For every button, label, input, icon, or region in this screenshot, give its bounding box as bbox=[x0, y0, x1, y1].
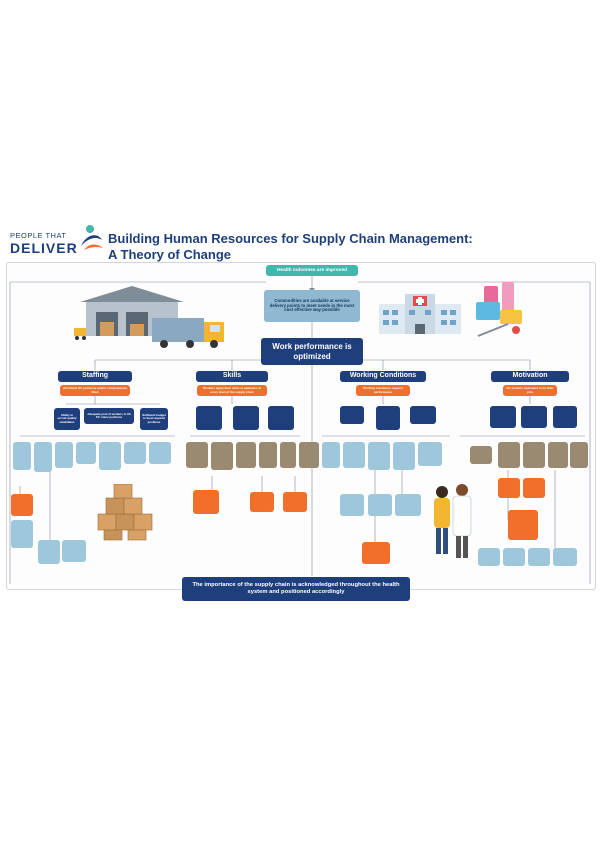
staffing-outcome: All critical SC positions and/or compete… bbox=[60, 385, 130, 396]
pillar-working-conditions: Working Conditions bbox=[340, 371, 426, 382]
staffing-sub-5 bbox=[99, 442, 121, 470]
title-line-1: Building Human Resources for Supply Chai… bbox=[108, 231, 473, 246]
bottom-banner: The importance of the supply chain is ac… bbox=[182, 577, 410, 601]
motivation-outcome: SC workers motivated to do their jobs bbox=[503, 385, 557, 396]
skills-action-3 bbox=[283, 492, 307, 512]
working-action-1 bbox=[340, 494, 364, 516]
motivation-sub-3 bbox=[523, 442, 545, 468]
motivation-sub-4 bbox=[548, 442, 568, 468]
skills-sub-1 bbox=[186, 442, 208, 468]
working-sub-3 bbox=[368, 442, 390, 470]
staffing-sub-4 bbox=[76, 442, 96, 464]
skills-box-3 bbox=[268, 406, 294, 430]
skills-sub-2 bbox=[211, 442, 233, 470]
working-action-2 bbox=[368, 494, 392, 516]
title-line-2: A Theory of Change bbox=[108, 247, 232, 262]
motivation-sub-5 bbox=[570, 442, 588, 468]
motivation-sub-1 bbox=[470, 446, 492, 464]
motivation-action-7 bbox=[553, 548, 577, 566]
staffing-action-3 bbox=[38, 540, 60, 564]
motivation-box-1 bbox=[490, 406, 516, 428]
motivation-box-2 bbox=[521, 406, 547, 428]
working-sub-1 bbox=[322, 442, 340, 468]
staffing-sub-1 bbox=[13, 442, 31, 470]
staffing-action-1 bbox=[11, 494, 33, 516]
staffing-budget-box: Sufficient budget to fund required posit… bbox=[140, 408, 168, 430]
boxes-icon bbox=[97, 484, 153, 541]
pillar-motivation: Motivation bbox=[491, 371, 569, 382]
working-conditions-outcome: Working conditions support performance bbox=[356, 385, 410, 396]
staffing-sub-6 bbox=[124, 442, 146, 464]
motivation-action-4 bbox=[478, 548, 500, 566]
skills-sub-3 bbox=[236, 442, 256, 468]
motivation-action-6 bbox=[528, 548, 550, 566]
health-workers-icon bbox=[434, 484, 472, 558]
working-conditions-box-3 bbox=[410, 406, 436, 424]
motivation-action-1 bbox=[498, 478, 520, 498]
skills-action-1 bbox=[193, 490, 219, 514]
staffing-sub-2 bbox=[34, 442, 52, 472]
working-conditions-box-2 bbox=[376, 406, 400, 430]
staffing-sub-7 bbox=[149, 442, 171, 464]
logo-swoosh-icon bbox=[81, 225, 103, 250]
skills-outcome: Workers apply their skills or aptitudes … bbox=[197, 385, 267, 396]
logo-top-text: PEOPLE THAT bbox=[10, 231, 67, 240]
motivation-action-2 bbox=[523, 478, 545, 498]
working-sub-2 bbox=[343, 442, 365, 468]
motivation-sub-2 bbox=[498, 442, 520, 468]
page-title: Building Human Resources for Supply Chai… bbox=[108, 231, 488, 263]
staffing-pool-box: Adequate pool of workers to fill SC role… bbox=[84, 408, 134, 424]
truck-icon bbox=[152, 318, 224, 348]
commodities-box: Commodities are available at service del… bbox=[264, 290, 360, 322]
skills-sub-4 bbox=[259, 442, 277, 468]
staffing-action-2 bbox=[11, 520, 33, 548]
work-performance-box: Work performance is optimized bbox=[261, 338, 363, 365]
working-action-3 bbox=[395, 494, 421, 516]
motivation-box-3 bbox=[553, 406, 577, 428]
logo: PEOPLE THAT DELIVER bbox=[10, 225, 103, 256]
working-sub-4 bbox=[393, 442, 415, 470]
skills-sub-6 bbox=[299, 442, 319, 468]
health-outcomes-box: Health outcomes are improved bbox=[266, 265, 358, 276]
hospital-icon bbox=[379, 294, 461, 334]
working-action-4 bbox=[362, 542, 390, 564]
logo-main-text: DELIVER bbox=[10, 240, 78, 256]
staffing-action-4 bbox=[62, 540, 86, 562]
working-sub-5 bbox=[418, 442, 442, 466]
skills-box-2 bbox=[233, 406, 259, 430]
skills-sub-5 bbox=[280, 442, 296, 468]
pillar-staffing: Staffing bbox=[58, 371, 132, 382]
working-conditions-box-1 bbox=[340, 406, 364, 424]
motivation-action-3 bbox=[508, 510, 538, 540]
pillar-skills: Skills bbox=[196, 371, 268, 382]
skills-action-2 bbox=[250, 492, 274, 512]
skills-box-1 bbox=[196, 406, 222, 430]
staffing-recruit-box: Ability to recruit quality candidates bbox=[54, 408, 80, 430]
motivation-action-5 bbox=[503, 548, 525, 566]
medicine-icon bbox=[476, 282, 522, 337]
staffing-sub-3 bbox=[55, 442, 73, 468]
